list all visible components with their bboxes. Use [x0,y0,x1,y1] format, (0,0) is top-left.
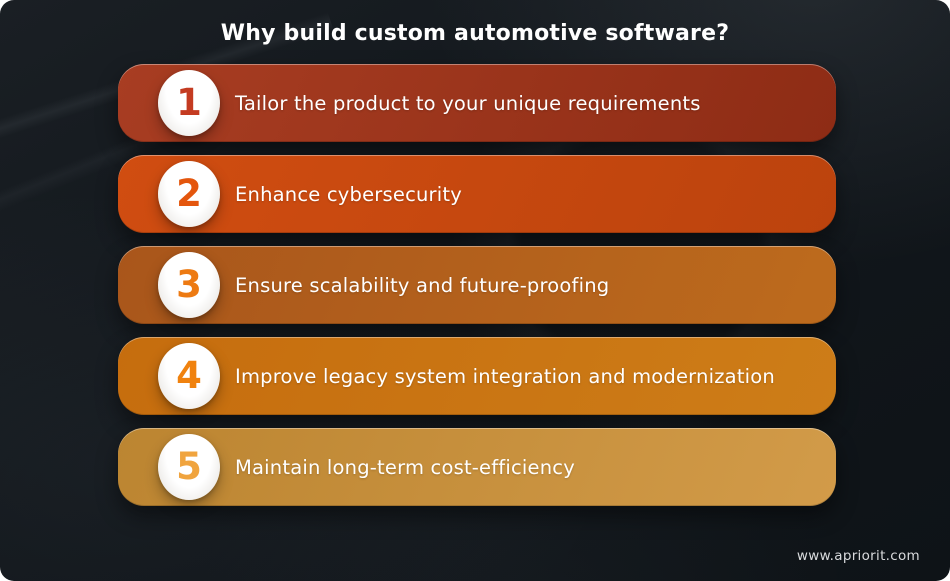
item-number: 1 [176,80,202,124]
reasons-list: 1 Tailor the product to your unique requ… [118,64,836,506]
item-label: Enhance cybersecurity [235,182,462,206]
page-title: Why build custom automotive software? [220,21,730,46]
item-label: Tailor the product to your unique requir… [235,91,701,115]
number-badge: 2 [158,161,220,227]
list-item-1: 1 Tailor the product to your unique requ… [118,64,836,142]
number-badge: 3 [158,252,220,318]
number-badge: 5 [158,434,220,500]
item-number: 2 [176,171,202,215]
list-item-2: 2 Enhance cybersecurity [118,155,836,233]
list-item-3: 3 Ensure scalability and future-proofing [118,246,836,324]
list-item-4: 4 Improve legacy system integration and … [118,337,836,415]
item-label: Maintain long-term cost-efficiency [235,455,575,479]
item-label: Ensure scalability and future-proofing [235,273,610,297]
item-number: 3 [176,262,202,306]
list-item-5: 5 Maintain long-term cost-efficiency [118,428,836,506]
number-badge: 4 [158,343,220,409]
item-number: 4 [176,353,202,397]
item-label: Improve legacy system integration and mo… [235,364,775,388]
item-number: 5 [176,444,202,488]
number-badge: 1 [158,70,220,136]
website-url: www.apriorit.com [796,548,920,564]
